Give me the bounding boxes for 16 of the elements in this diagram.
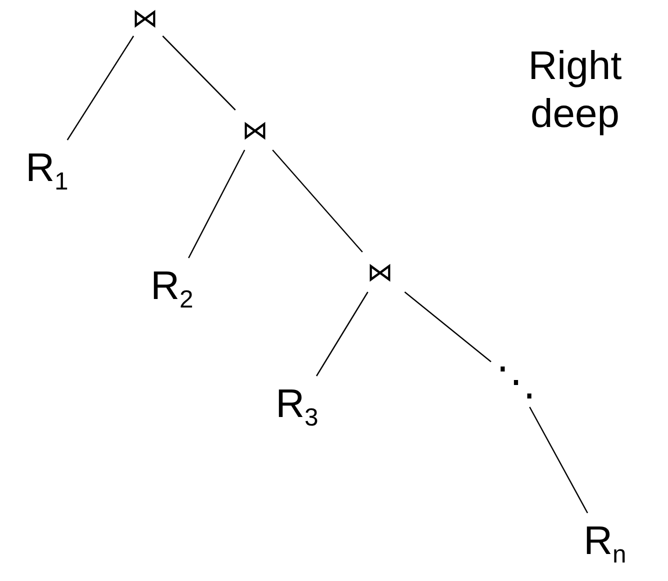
connector-line <box>272 150 363 252</box>
tree-type-note: Right deep <box>527 43 623 138</box>
connector-line <box>316 292 368 376</box>
relation-label: R$_{3}$ <box>276 384 318 432</box>
connector-line <box>162 36 236 110</box>
connector-line <box>529 406 588 514</box>
join-symbol: ⋈ <box>242 117 268 143</box>
connector-line <box>188 150 246 258</box>
connector-line <box>66 36 134 140</box>
connector-line <box>404 292 492 362</box>
relation-label: ⋱ <box>496 362 536 402</box>
relation-label: R$_{1}$ <box>26 148 68 196</box>
join-symbol: ⋈ <box>132 5 158 31</box>
relation-label: R$_{n}$ <box>584 521 626 569</box>
relation-label: R$_{2}$ <box>150 266 194 314</box>
join-symbol: ⋈ <box>367 259 393 285</box>
